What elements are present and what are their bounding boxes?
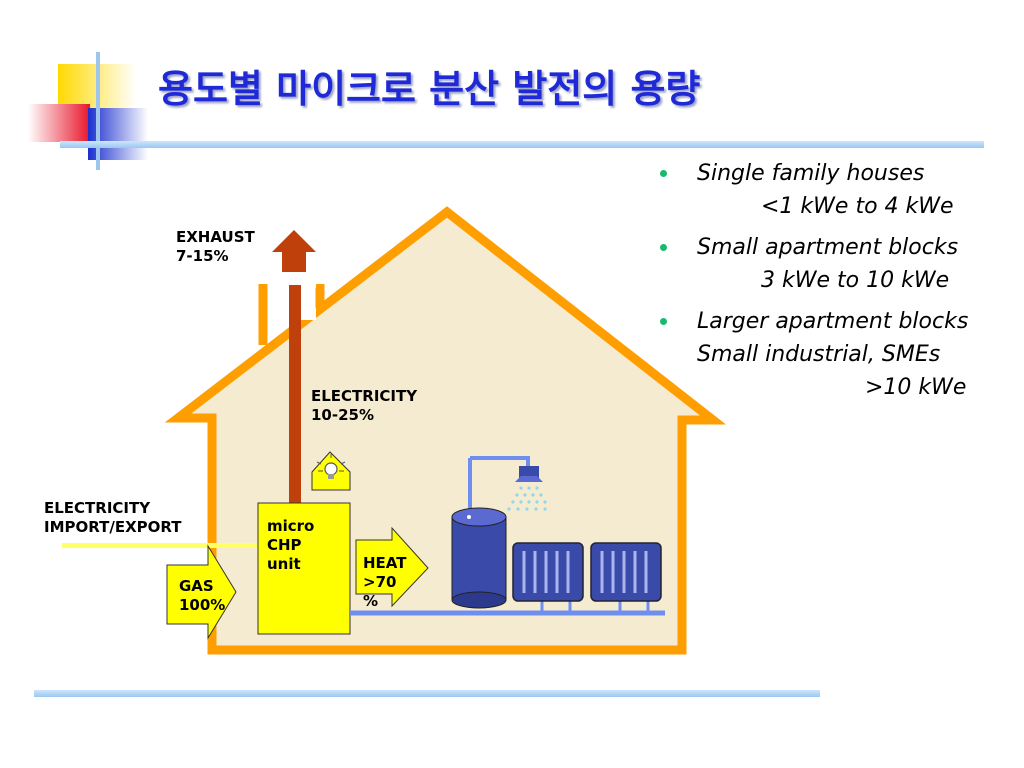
electricity-import-export-label: ELECTRICITY IMPORT/EXPORT (44, 499, 182, 536)
bullet-dot-icon (660, 318, 667, 325)
shower-head-icon (507, 466, 547, 511)
exhaust-arrow-icon (272, 230, 316, 272)
decor-vertical-line (96, 52, 100, 170)
list-item: Larger apartment blocks Small industrial… (655, 305, 1015, 404)
chp-unit (257, 502, 351, 635)
capacity-list: Single family houses <1 kWe to 4 kWe Sma… (655, 157, 1015, 412)
chp-unit-label: micro CHP unit (267, 517, 315, 573)
corner-decoration (28, 52, 148, 170)
gas-arrow (166, 544, 237, 640)
flue-pipe (289, 285, 301, 507)
radiator-2 (590, 542, 662, 602)
bullet-dot-icon (660, 170, 667, 177)
exhaust-label: EXHAUST 7-15% (176, 228, 255, 265)
page-title: 용도별 마이크로 분산 발전의 용량 (158, 67, 701, 111)
water-cylinder (451, 507, 507, 609)
list-item: Single family houses <1 kWe to 4 kWe (655, 157, 1015, 223)
heat-arrow (355, 526, 429, 608)
electricity-line (62, 543, 258, 548)
bottom-rule (34, 690, 820, 697)
list-item: Small apartment blocks 3 kWe to 10 kWe (655, 231, 1015, 297)
electricity-output-label: ELECTRICITY 10-25% (311, 387, 418, 424)
gas-label: GAS 100% (179, 577, 226, 614)
decor-red-square (28, 104, 90, 142)
heat-label: HEAT >70 % (363, 554, 407, 610)
radiator-1 (512, 542, 584, 602)
bullet-dot-icon (660, 244, 667, 251)
lightbulb-icon (316, 454, 346, 479)
title-underline (60, 141, 984, 148)
